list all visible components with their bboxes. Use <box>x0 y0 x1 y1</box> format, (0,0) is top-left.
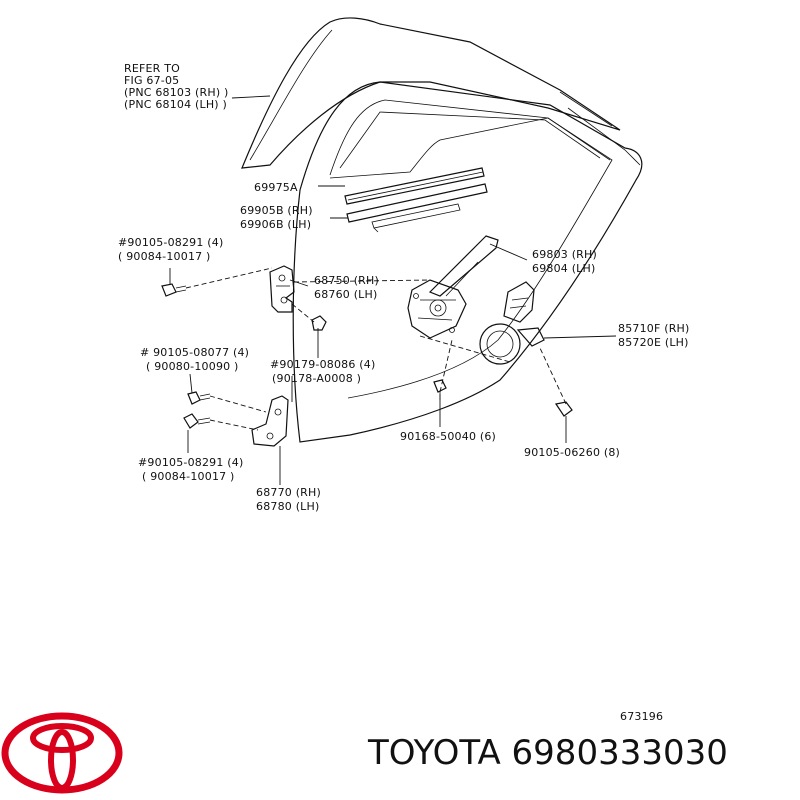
label-69905B: 69905B (RH) <box>240 204 313 217</box>
label-69803: 69803 (RH) <box>532 248 597 261</box>
refer-label-line1: REFER TO <box>124 62 180 75</box>
bolt-lower-left <box>183 413 211 429</box>
leader-lines <box>169 95 617 485</box>
upper-hinge <box>269 265 295 313</box>
label-69906B: 69906B (LH) <box>240 218 311 231</box>
label-69975A: 69975A <box>254 181 298 194</box>
refer-label-line3: (PNC 68103 (RH) ) <box>124 86 229 99</box>
weatherstrip <box>346 183 488 233</box>
label-90084-10017-top: ( 90084-10017 ) <box>118 250 211 263</box>
label-68750: 68750 (RH) <box>314 274 379 287</box>
label-68780: 68780 (LH) <box>256 500 319 513</box>
label-85710F: 85710F (RH) <box>618 322 690 335</box>
refer-label-line2: FIG 67-05 <box>124 74 179 87</box>
label-90179-08086: #90179-08086 (4) <box>270 358 375 371</box>
belt-moulding <box>344 167 485 205</box>
toyota-logo <box>1 712 123 794</box>
label-90080-10090: ( 90080-10090 ) <box>146 360 239 373</box>
label-90168-50040: 90168-50040 (6) <box>400 430 496 443</box>
window-regulator <box>407 235 499 339</box>
bolt-90105-06260 <box>555 401 573 417</box>
label-85720E: 85720E (LH) <box>618 336 689 349</box>
assembly-lines <box>185 267 567 431</box>
door-panel <box>292 81 643 443</box>
refer-label-line4: (PNC 68104 (LH) ) <box>124 98 227 111</box>
label-90178-A0008: (90178-A0008 ) <box>272 372 361 385</box>
label-90105-06260: 90105-06260 (8) <box>524 446 620 459</box>
label-90105-08291-top: #90105-08291 (4) <box>118 236 223 249</box>
nut-90179 <box>311 315 327 331</box>
brand-name: TOYOTA <box>368 733 501 773</box>
label-68770: 68770 (RH) <box>256 486 321 499</box>
label-90084-10017-bot: ( 90084-10017 ) <box>142 470 235 483</box>
bolt-upper-left <box>161 283 187 297</box>
label-90105-08291-bot: #90105-08291 (4) <box>138 456 243 469</box>
drawing-number: 673196 <box>620 710 663 723</box>
part-number: 6980333030 <box>511 733 728 773</box>
lower-hinge <box>251 395 289 447</box>
regulator-motor <box>479 281 545 365</box>
footer-brand-line: TOYOTA 6980333030 <box>368 736 728 770</box>
label-68760: 68760 (LH) <box>314 288 377 301</box>
door-glass <box>241 17 621 169</box>
label-90105-08077: # 90105-08077 (4) <box>140 346 249 359</box>
bolt-90105-08077 <box>187 391 211 405</box>
label-69804: 69804 (LH) <box>532 262 595 275</box>
